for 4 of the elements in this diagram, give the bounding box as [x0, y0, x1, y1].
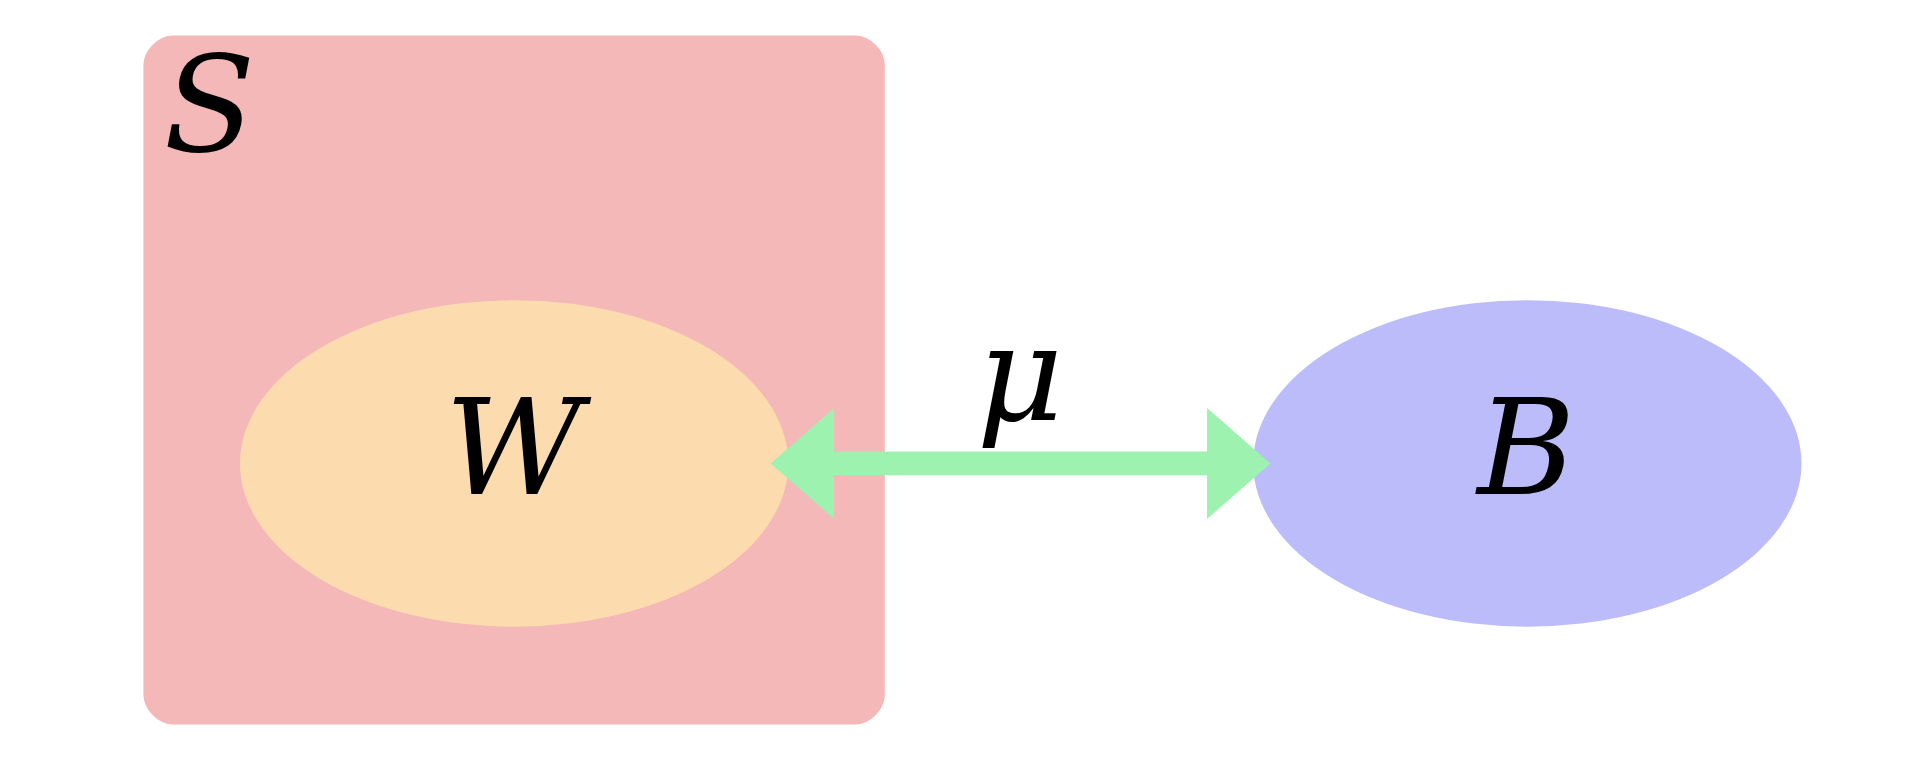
- node-ellipse: B: [1253, 300, 1802, 627]
- arrow: [770, 407, 1271, 519]
- node-ellipse: W: [239, 300, 789, 627]
- edge-label: μ: [976, 296, 1064, 452]
